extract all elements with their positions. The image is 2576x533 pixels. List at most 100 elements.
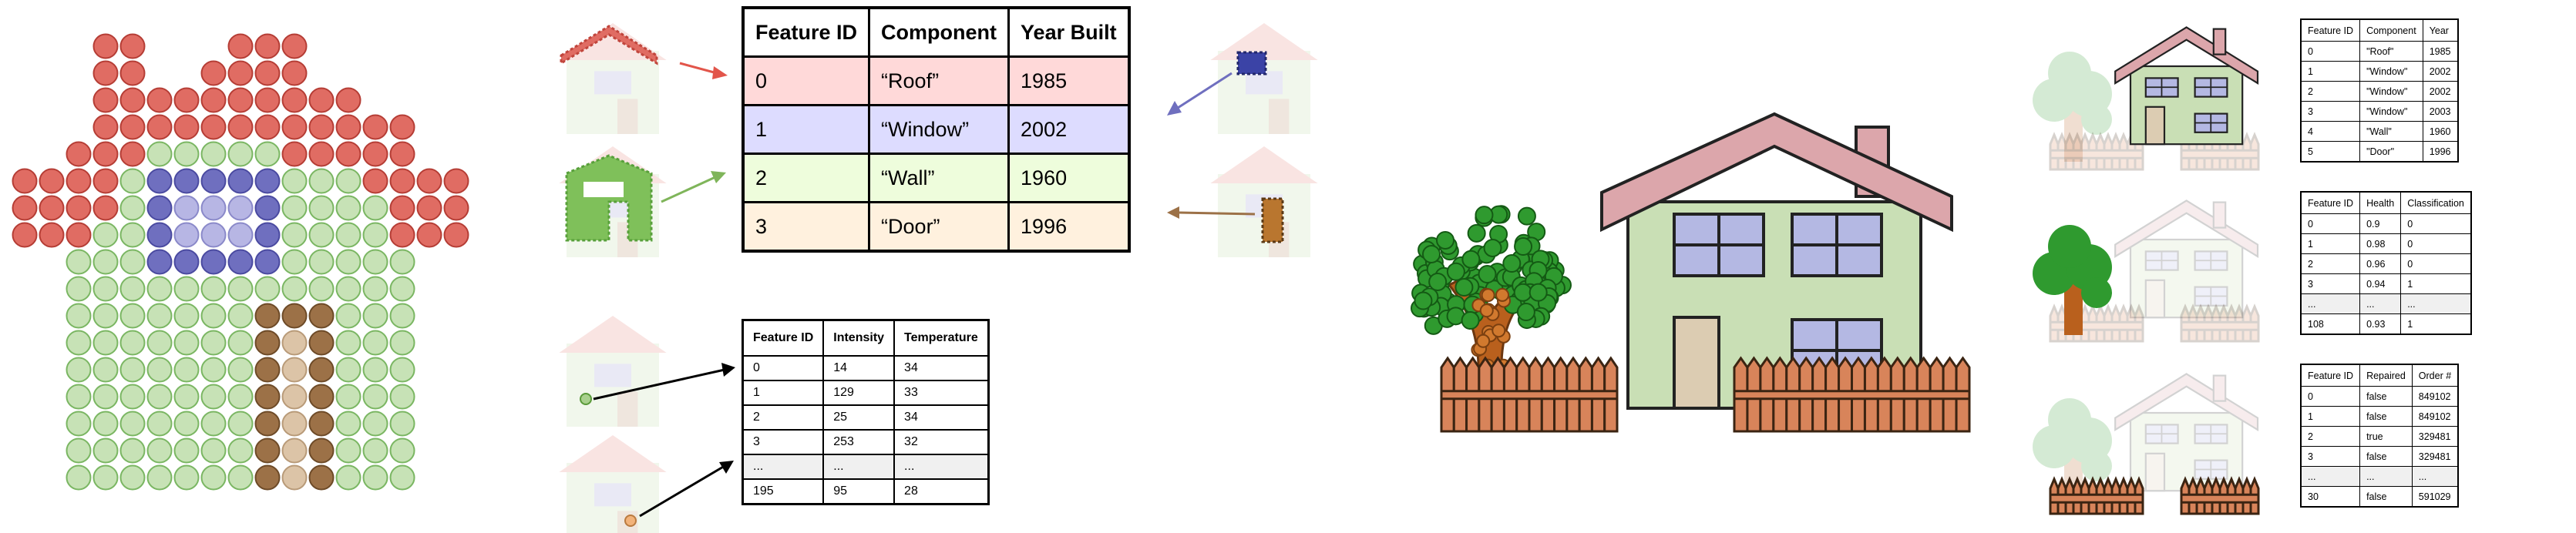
wall-feature-thumbnail	[559, 146, 667, 257]
fence-right	[1733, 356, 1971, 433]
house-window-top-left	[1673, 213, 1765, 277]
dot	[335, 168, 362, 194]
dot	[119, 276, 146, 302]
column-header: Repaired	[2359, 364, 2413, 387]
fence-features-thumbnail	[2033, 373, 2260, 515]
table-row: 2 true 329481	[2300, 426, 2459, 447]
dot	[362, 357, 388, 383]
dot	[119, 330, 146, 356]
dot	[119, 222, 146, 248]
fence-repair-table: Feature ID Repaired Order # 0 false 8491…	[2300, 364, 2460, 508]
dot	[92, 87, 119, 113]
table-cell: 0	[742, 55, 871, 106]
dot	[254, 222, 281, 248]
dot	[308, 195, 335, 221]
dot	[119, 249, 146, 275]
fence-picket	[2226, 303, 2237, 343]
dot	[389, 222, 415, 248]
dot	[308, 249, 335, 275]
dot	[227, 222, 254, 248]
dot	[389, 330, 415, 356]
fence-picket	[2218, 303, 2229, 343]
dot	[254, 195, 281, 221]
dot	[173, 276, 200, 302]
table-row: 108 0.93 1	[2300, 313, 2472, 335]
table-row: 3 "Window" 2003	[2300, 101, 2459, 122]
dot	[254, 330, 281, 356]
dot	[254, 276, 281, 302]
table-cell: 0	[2300, 213, 2361, 234]
dot	[254, 411, 281, 437]
table-row: ... ... ...	[2300, 293, 2472, 314]
dot	[119, 141, 146, 167]
dot	[362, 303, 388, 329]
table-cell: 0.96	[2359, 253, 2402, 274]
dot	[12, 222, 38, 248]
dot	[227, 276, 254, 302]
table-cell: 2	[742, 153, 871, 203]
fence-rail	[2180, 320, 2260, 331]
table-cell: 2	[2300, 426, 2361, 447]
dot	[335, 357, 362, 383]
dot	[66, 411, 92, 437]
dot	[227, 437, 254, 464]
dot	[335, 411, 362, 437]
dot	[227, 464, 254, 491]
tree-health-table: Feature ID Health Classification 0 0.9 0…	[2300, 191, 2472, 335]
dot	[146, 437, 173, 464]
table-cell: 0.94	[2359, 273, 2402, 294]
dot	[66, 222, 92, 248]
dot	[335, 141, 362, 167]
dot	[335, 464, 362, 491]
table-cell: 3	[2300, 446, 2361, 467]
dot	[335, 195, 362, 221]
fence-rail	[2180, 149, 2260, 159]
arrow-wall-to-row	[661, 171, 726, 203]
dot	[146, 384, 173, 410]
table-row: 2 25 34	[742, 404, 990, 431]
dot	[200, 276, 227, 302]
dot	[119, 357, 146, 383]
dot	[389, 464, 415, 491]
dot	[227, 33, 254, 59]
house-window-top-right	[1791, 213, 1883, 277]
dot	[173, 87, 200, 113]
dot	[335, 87, 362, 113]
dot	[200, 168, 227, 194]
fence-picket	[2118, 303, 2129, 343]
dot	[308, 357, 335, 383]
table-cell: "Door"	[2359, 141, 2423, 163]
table-cell: 1960	[1007, 153, 1131, 203]
fence-rail	[1733, 390, 1971, 401]
table-cell: "Window"	[2359, 101, 2423, 122]
dot	[335, 222, 362, 248]
dot	[146, 464, 173, 491]
dot	[146, 168, 173, 194]
table-cell: 28	[893, 478, 990, 505]
house-features-thumbnail	[2033, 26, 2260, 171]
dot	[362, 222, 388, 248]
table-cell: 1	[742, 380, 825, 406]
table-cell: false	[2359, 386, 2413, 407]
dot	[12, 168, 38, 194]
dot	[281, 168, 308, 194]
dot	[281, 195, 308, 221]
dot	[362, 168, 388, 194]
dot	[254, 249, 281, 275]
table-cell: 0	[2400, 233, 2472, 254]
dot	[92, 411, 119, 437]
dot	[200, 464, 227, 491]
table-cell: 3	[2300, 101, 2361, 122]
dot	[308, 114, 335, 140]
sensor-point-thumbnail-1	[559, 316, 667, 427]
dot	[66, 384, 92, 410]
dot	[254, 168, 281, 194]
house-parts-table: Feature ID Component Year 0 "Roof" 1985 …	[2300, 18, 2459, 163]
dot	[173, 222, 200, 248]
dot	[92, 357, 119, 383]
dot	[66, 168, 92, 194]
dot	[443, 168, 469, 194]
dot	[146, 141, 173, 167]
dot	[200, 357, 227, 383]
dot	[389, 276, 415, 302]
